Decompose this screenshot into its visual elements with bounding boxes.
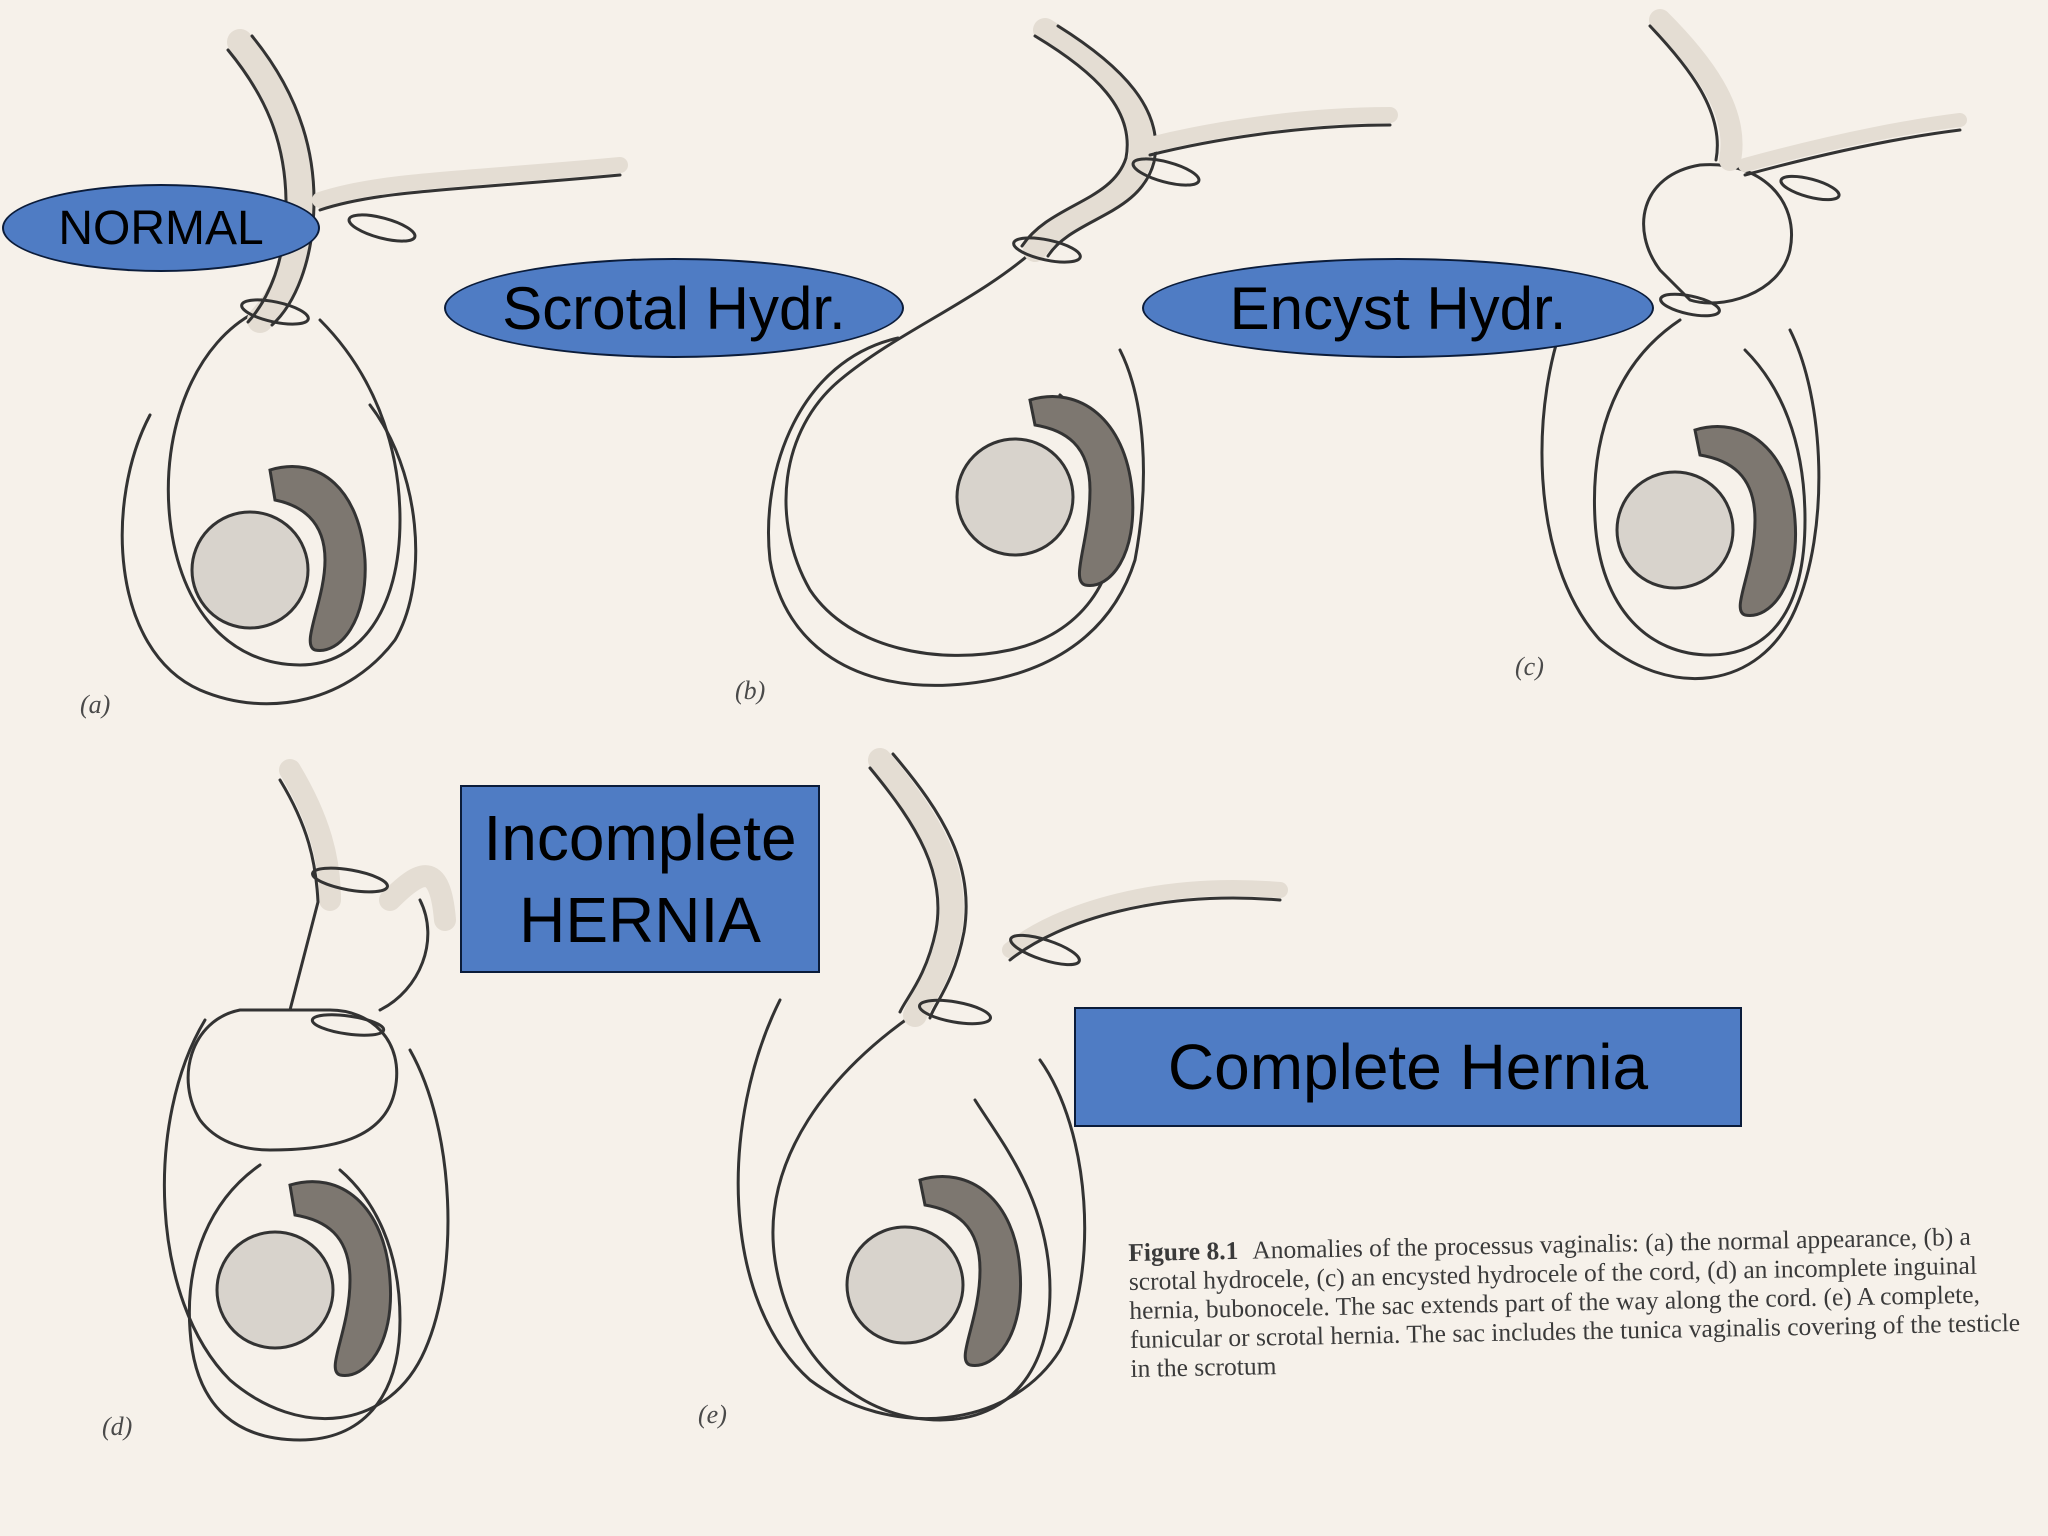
panel-letter-b: (b) — [735, 676, 766, 705]
inguinal-ring-d1 — [311, 866, 389, 894]
scrotum-outline-e — [736, 998, 1087, 1421]
vas-c-edge — [1743, 128, 1962, 177]
panel-c-encysted-hydrocele — [1540, 9, 1967, 681]
label-incomplete-line2: HERNIA — [519, 884, 761, 956]
label-incomplete-hernia: Incomplete HERNIA — [460, 785, 820, 973]
scrotum-outline-a — [120, 403, 418, 706]
inguinal-ring-e2 — [918, 998, 992, 1026]
inguinal-ring-a1 — [347, 213, 417, 243]
inguinal-ring-c1 — [1779, 174, 1841, 202]
figure-caption-label: Figure 8.1 — [1128, 1235, 1239, 1267]
label-incomplete-line1: Incomplete — [483, 802, 797, 874]
inguinal-ring-b1 — [1131, 157, 1201, 187]
panel-d-incomplete-hernia — [162, 759, 456, 1442]
label-scrotal-hydrocele: Scrotal Hydr. — [444, 258, 904, 358]
figure-caption-text: Anomalies of the processus vaginalis: (a… — [1128, 1221, 2021, 1383]
cord-b-edge2 — [1046, 24, 1158, 258]
label-complete-hernia: Complete Hernia — [1074, 1007, 1742, 1127]
label-encysted-hydrocele: Encyst Hydr. — [1142, 258, 1654, 358]
inguinal-ring-e1 — [1009, 933, 1081, 967]
vas-b-edge — [1148, 123, 1392, 157]
epididymis-b — [1028, 395, 1135, 587]
cord-a — [227, 29, 314, 333]
scrotum-outline-d — [162, 1018, 450, 1421]
panel-letter-e: (e) — [698, 1400, 727, 1429]
epididymis-c — [1693, 425, 1798, 617]
vas-e-edge — [1008, 896, 1282, 962]
cord-b-edge1 — [1020, 34, 1129, 248]
cord-c — [1649, 9, 1743, 171]
panel-b-scrotal-hydrocele — [767, 18, 1398, 687]
cyst-c — [1642, 163, 1793, 305]
inguinal-ring-b2 — [1012, 236, 1082, 264]
epididymis-e — [918, 1175, 1023, 1367]
cord-e-edge1 — [868, 766, 940, 1014]
testis-a — [190, 510, 310, 630]
vas-a — [312, 157, 628, 208]
vas-c — [1738, 113, 1967, 172]
epididymis-a — [268, 465, 367, 652]
vas-b — [1142, 107, 1398, 153]
cord-e-edge2 — [891, 752, 968, 1020]
tunica-outline-d — [187, 1163, 402, 1442]
hernia-sac-e — [771, 1008, 1052, 1422]
testis-d — [215, 1230, 335, 1350]
testis-b — [955, 437, 1075, 557]
inguinal-ring-d2 — [310, 1013, 386, 1037]
cord-d — [279, 759, 456, 931]
scrotum-outline-c — [1540, 308, 1821, 681]
panel-letter-c: (c) — [1515, 652, 1544, 681]
label-normal: NORMAL — [2, 184, 320, 272]
tunica-outline-c — [1592, 318, 1807, 657]
inguinal-ring-c2 — [1659, 292, 1721, 318]
testis-c — [1615, 470, 1735, 590]
cord-d-edge1 — [278, 778, 320, 1012]
panel-a-normal — [120, 29, 628, 706]
epididymis-d — [288, 1180, 393, 1377]
panel-letter-a: (a) — [80, 690, 111, 719]
cord-b — [1023, 18, 1154, 262]
panel-letter-d: (d) — [102, 1412, 133, 1441]
cord-c-edge — [1648, 24, 1719, 162]
tunica-outline-a — [166, 308, 402, 667]
hernia-sac-d — [186, 1008, 399, 1152]
cord-e — [868, 748, 964, 1027]
cord-d-edge2 — [378, 898, 430, 1012]
vas-a-edge — [318, 173, 622, 212]
scrotum-outline-b — [767, 336, 1145, 687]
panel-e-complete-hernia — [736, 748, 1288, 1422]
testis-e — [845, 1225, 965, 1345]
inguinal-ring-a2 — [240, 298, 310, 326]
